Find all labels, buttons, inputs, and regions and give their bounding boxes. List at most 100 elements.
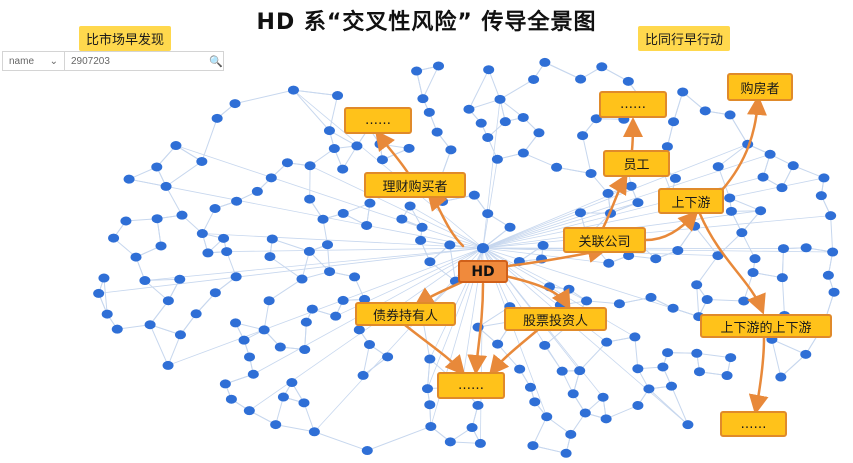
- node-hd-center: HD: [458, 260, 508, 283]
- background-link: [167, 334, 181, 366]
- network-node-dot: [665, 381, 677, 391]
- network-node-dot: [622, 76, 634, 86]
- network-node-dot: [539, 340, 551, 350]
- arrow-hd-to-dots-bottom: [467, 282, 488, 375]
- background-link: [771, 339, 782, 378]
- background-link: [781, 277, 785, 316]
- network-node-dot: [196, 156, 208, 166]
- background-link: [144, 280, 169, 302]
- network-node-dot: [330, 311, 342, 321]
- network-node-dot: [151, 162, 163, 172]
- network-node-dot: [556, 366, 568, 376]
- network-node-dot: [174, 274, 186, 284]
- network-node-dot: [597, 392, 609, 402]
- network-node-dot: [170, 141, 182, 151]
- network-node-dot: [551, 162, 563, 172]
- network-node-dot: [382, 352, 394, 362]
- network-node-dot: [632, 400, 644, 410]
- background-link: [673, 91, 684, 122]
- arrow-hd-to-zhaiquan: [413, 280, 464, 307]
- network-node-dot: [322, 240, 334, 250]
- network-node-dot: [724, 193, 736, 203]
- network-node-dot: [581, 296, 593, 306]
- node-stock-investors: 股票投资人: [504, 307, 607, 331]
- network-node-dot: [623, 251, 635, 261]
- node-licai-buyers: 理财购买者: [364, 172, 466, 198]
- network-node-dot: [424, 400, 436, 410]
- network-node-dot: [357, 370, 369, 380]
- network-node-dot: [494, 94, 506, 104]
- network-node-dot: [629, 332, 641, 342]
- network-node-dot: [219, 379, 231, 389]
- network-node-dot: [815, 191, 827, 201]
- network-node-dot: [251, 186, 263, 196]
- background-link: [488, 69, 501, 100]
- right-callout-label: 比同行早行动: [638, 26, 731, 51]
- search-icon[interactable]: 🔍: [209, 55, 223, 68]
- network-node-dot: [777, 244, 789, 254]
- network-node-dot: [749, 254, 761, 264]
- background-link: [426, 358, 431, 389]
- network-node-dot: [567, 389, 579, 399]
- network-node-dot: [403, 143, 415, 153]
- arrow-guanlian-to-yuangong: [601, 173, 628, 230]
- network-node-dot: [287, 85, 299, 95]
- background-link: [234, 89, 294, 105]
- hub-link: [202, 233, 484, 249]
- network-node-dot: [286, 378, 298, 388]
- hub-link: [482, 99, 501, 249]
- hub-link: [144, 247, 484, 281]
- hub-link: [482, 159, 498, 249]
- network-node-dot: [211, 113, 223, 123]
- hub-link: [482, 247, 689, 425]
- network-node-dot: [668, 117, 680, 127]
- network-node-dot: [130, 252, 142, 262]
- background-link: [275, 396, 284, 425]
- hub-link: [129, 178, 484, 249]
- background-link: [201, 208, 216, 234]
- page-title: HD 系“交叉性风险” 传导全景图: [256, 10, 597, 35]
- network-node-dot: [533, 128, 545, 138]
- network-node-dot: [303, 246, 315, 256]
- background-link: [468, 69, 490, 110]
- node-dots-bottom-right: ……: [720, 411, 787, 437]
- network-node-dot: [266, 234, 278, 244]
- network-node-dot: [263, 296, 275, 306]
- network-node-dot: [300, 317, 312, 327]
- network-node-dot: [828, 287, 840, 297]
- arrow-zhaiquan-to-dots-bottom: [403, 323, 466, 376]
- background-link: [416, 70, 424, 99]
- network-node-dot: [537, 240, 549, 250]
- network-node-dot: [492, 339, 504, 349]
- background-link: [586, 300, 620, 305]
- network-node-dot: [160, 181, 172, 191]
- network-node-dot: [482, 209, 494, 219]
- background-link: [303, 402, 315, 432]
- arrow-shangxia-to-goufang: [720, 95, 767, 192]
- search-field-select[interactable]: name ⌄: [3, 52, 65, 70]
- background-link: [793, 165, 825, 179]
- network-node-dot: [662, 348, 674, 358]
- network-node-dot: [575, 74, 587, 84]
- node-affiliated-companies: 关联公司: [563, 227, 646, 253]
- network-node-dot: [693, 367, 705, 377]
- network-node-dot: [565, 429, 577, 439]
- network-node-dot: [415, 235, 427, 245]
- network-node-dot: [176, 210, 188, 220]
- hub-link: [482, 226, 511, 249]
- network-node-dot: [632, 364, 644, 374]
- network-node-dot: [247, 369, 259, 379]
- background-link: [117, 324, 151, 330]
- network-node-dot: [359, 294, 371, 304]
- background-link: [422, 65, 439, 99]
- network-node-dot: [482, 132, 494, 142]
- background-link: [362, 344, 370, 376]
- background-link: [103, 278, 108, 315]
- search-input[interactable]: [65, 52, 209, 70]
- network-node-dot: [437, 196, 449, 206]
- node-upstream-downstream: 上下游: [658, 188, 724, 214]
- hub-link: [167, 247, 484, 366]
- network-node-dot: [590, 114, 602, 124]
- network-node-dot: [701, 295, 713, 305]
- background-link: [499, 79, 534, 100]
